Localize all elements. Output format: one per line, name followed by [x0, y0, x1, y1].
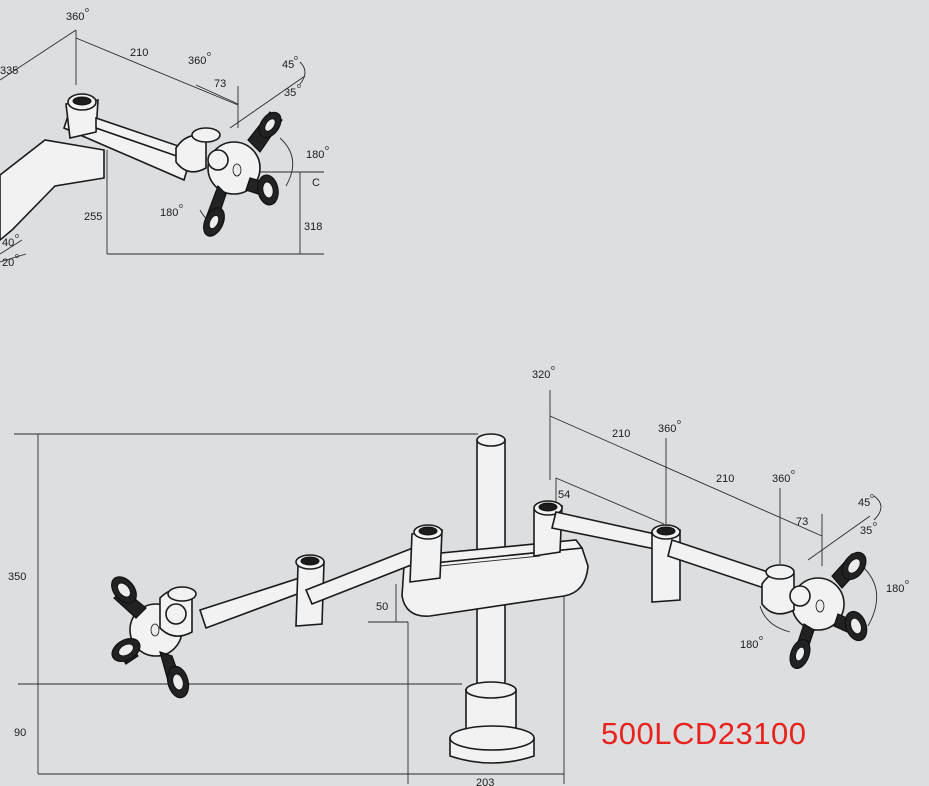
- label-rot-joint: 360: [188, 55, 206, 67]
- degree-symbol: o: [759, 635, 763, 642]
- label-dim-335: 335: [0, 65, 18, 77]
- label-tilt-down: 35: [284, 87, 296, 99]
- top-view: 360 o 335 210 360 o 73 45 o 35 o 180 o C…: [0, 7, 329, 269]
- label-tilt-up: 45: [858, 497, 870, 509]
- label-height-90: 90: [14, 727, 26, 739]
- degree-symbol: o: [870, 493, 874, 500]
- label-angle-20: 20: [2, 257, 14, 269]
- label-tilt-down: 35: [860, 525, 872, 537]
- degree-symbol: o: [294, 55, 298, 62]
- label-rot-base: 360: [66, 11, 84, 23]
- label-letter-c: C: [312, 177, 320, 189]
- label-dim-73: 73: [214, 78, 226, 90]
- label-height-255: 255: [84, 211, 102, 223]
- label-pivot-right: 180: [306, 149, 324, 161]
- label-dim-54: 54: [558, 489, 570, 501]
- label-rot-top: 320: [532, 369, 550, 381]
- label-dim-210-a: 210: [612, 428, 630, 440]
- degree-symbol: o: [15, 253, 19, 260]
- degree-symbol: o: [297, 83, 301, 90]
- label-dim-210-b: 210: [716, 473, 734, 485]
- label-pivot-bottom: 180: [160, 207, 178, 219]
- model-code: 500LCD23100: [601, 716, 807, 751]
- label-rot-joint-b: 360: [772, 473, 790, 485]
- label-angle-40: 40: [2, 237, 14, 249]
- label-rot-joint-a: 360: [658, 423, 676, 435]
- label-pivot-bottom: 180: [740, 639, 758, 651]
- degree-symbol: o: [15, 233, 19, 240]
- degree-symbol: o: [551, 365, 555, 372]
- degree-symbol: o: [873, 521, 877, 528]
- degree-symbol: o: [905, 579, 909, 586]
- degree-symbol: o: [791, 469, 795, 476]
- degree-symbol: o: [325, 145, 329, 152]
- label-dim-210: 210: [130, 47, 148, 59]
- label-height-50: 50: [376, 601, 388, 613]
- degree-symbol: o: [179, 203, 183, 210]
- label-pivot-right: 180: [886, 583, 904, 595]
- bottom-view: 320 o 210 360 o 210 360 o 54 45 o 73 35 …: [8, 365, 909, 786]
- degree-symbol: o: [85, 7, 89, 14]
- label-tilt-up: 45: [282, 59, 294, 71]
- degree-symbol: o: [207, 51, 211, 58]
- label-width-203: 203: [476, 777, 494, 786]
- degree-symbol: o: [677, 419, 681, 426]
- label-height-350: 350: [8, 571, 26, 583]
- label-height-318: 318: [304, 221, 322, 233]
- label-dim-73: 73: [796, 516, 808, 528]
